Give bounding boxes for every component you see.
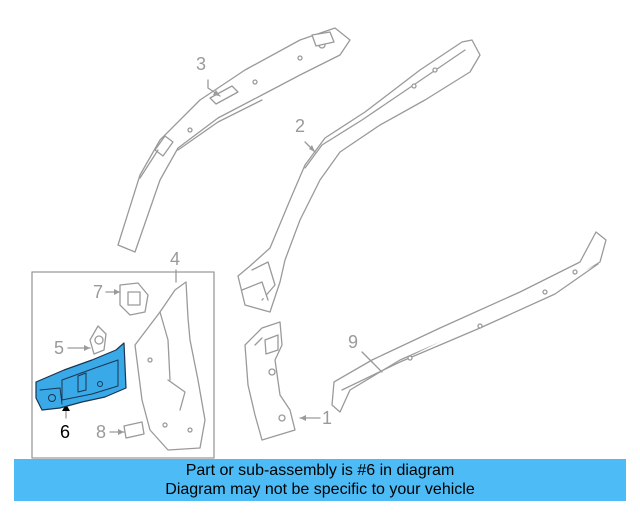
part-9-rocker-panel xyxy=(331,231,607,413)
part-1-lower-pillar xyxy=(244,321,296,441)
part-2-outer-pillar xyxy=(237,39,481,313)
leader-arrowhead-6 xyxy=(62,404,70,411)
callout-7: 7 xyxy=(93,282,103,302)
callout-8: 8 xyxy=(96,422,106,442)
callout-6: 6 xyxy=(60,422,70,442)
callout-5: 5 xyxy=(54,338,64,358)
part-5-plug xyxy=(89,325,107,355)
leader-arrowheads xyxy=(84,90,315,435)
callout-9: 9 xyxy=(348,332,358,352)
callout-1: 1 xyxy=(322,408,332,428)
callout-2: 2 xyxy=(295,116,305,136)
callout-3: 3 xyxy=(196,54,206,74)
part-7-bracket xyxy=(119,282,149,316)
part-3-roof-rail xyxy=(117,27,351,253)
callout-4: 4 xyxy=(170,249,180,269)
part-4-inner-pillar xyxy=(134,281,206,451)
inset-box xyxy=(31,271,215,459)
banner-line-1: Part or sub-assembly is #6 in diagram xyxy=(185,462,455,479)
notice-banner: Part or sub-assembly is #6 in diagram Di… xyxy=(14,459,626,501)
notice-banner-background xyxy=(14,459,626,501)
part-8-patch xyxy=(123,421,145,439)
banner-line-2: Diagram may not be specific to your vehi… xyxy=(165,481,475,498)
part-6-highlighted xyxy=(35,342,127,411)
